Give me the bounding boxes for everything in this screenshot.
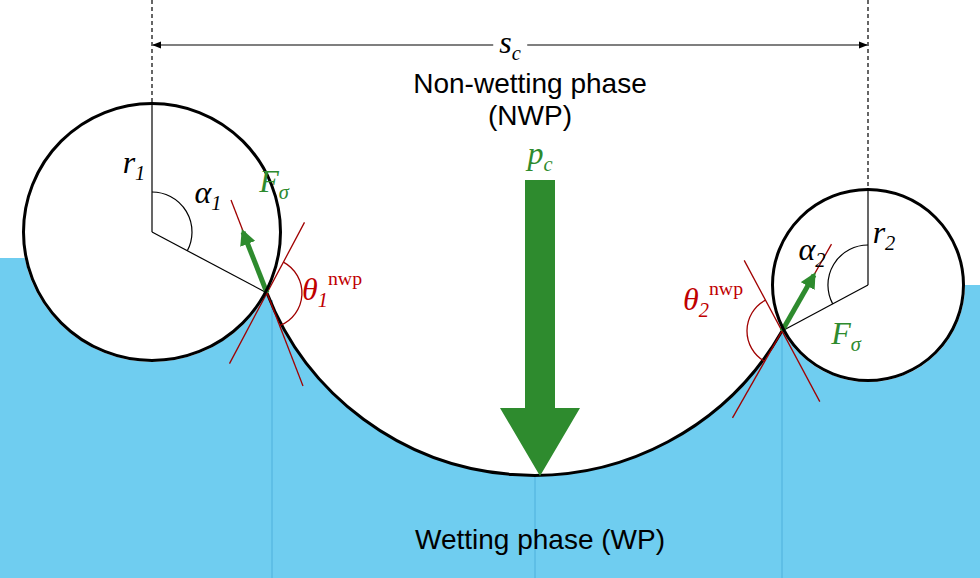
dimension-label: sc [493, 24, 527, 66]
radius-symbol: r1 [123, 144, 146, 186]
pressure-arrow [500, 180, 580, 476]
force-label: Fσ [259, 163, 289, 205]
phase-label: Non-wetting phase (NWP) [400, 68, 660, 132]
force-label: Fσ [831, 315, 861, 357]
grain-fill [22, 102, 282, 362]
angle-symbol: α1 [194, 174, 221, 216]
radius-lines [152, 102, 868, 331]
grain-fill [771, 188, 965, 382]
phase-label: Wetting phase (WP) [415, 524, 665, 556]
grain-outline [771, 188, 965, 382]
radius-symbol: r2 [873, 214, 896, 256]
grain-circle: α2 r2 [771, 188, 965, 382]
grain-circle: r1 α1 [22, 102, 282, 362]
pressure-label: pc [527, 135, 552, 177]
grain-outline [22, 102, 282, 362]
angle-label: θ2nwp [683, 277, 743, 323]
angle-symbol: α2 [798, 231, 825, 273]
angle-label: θ1nwp [302, 267, 362, 313]
